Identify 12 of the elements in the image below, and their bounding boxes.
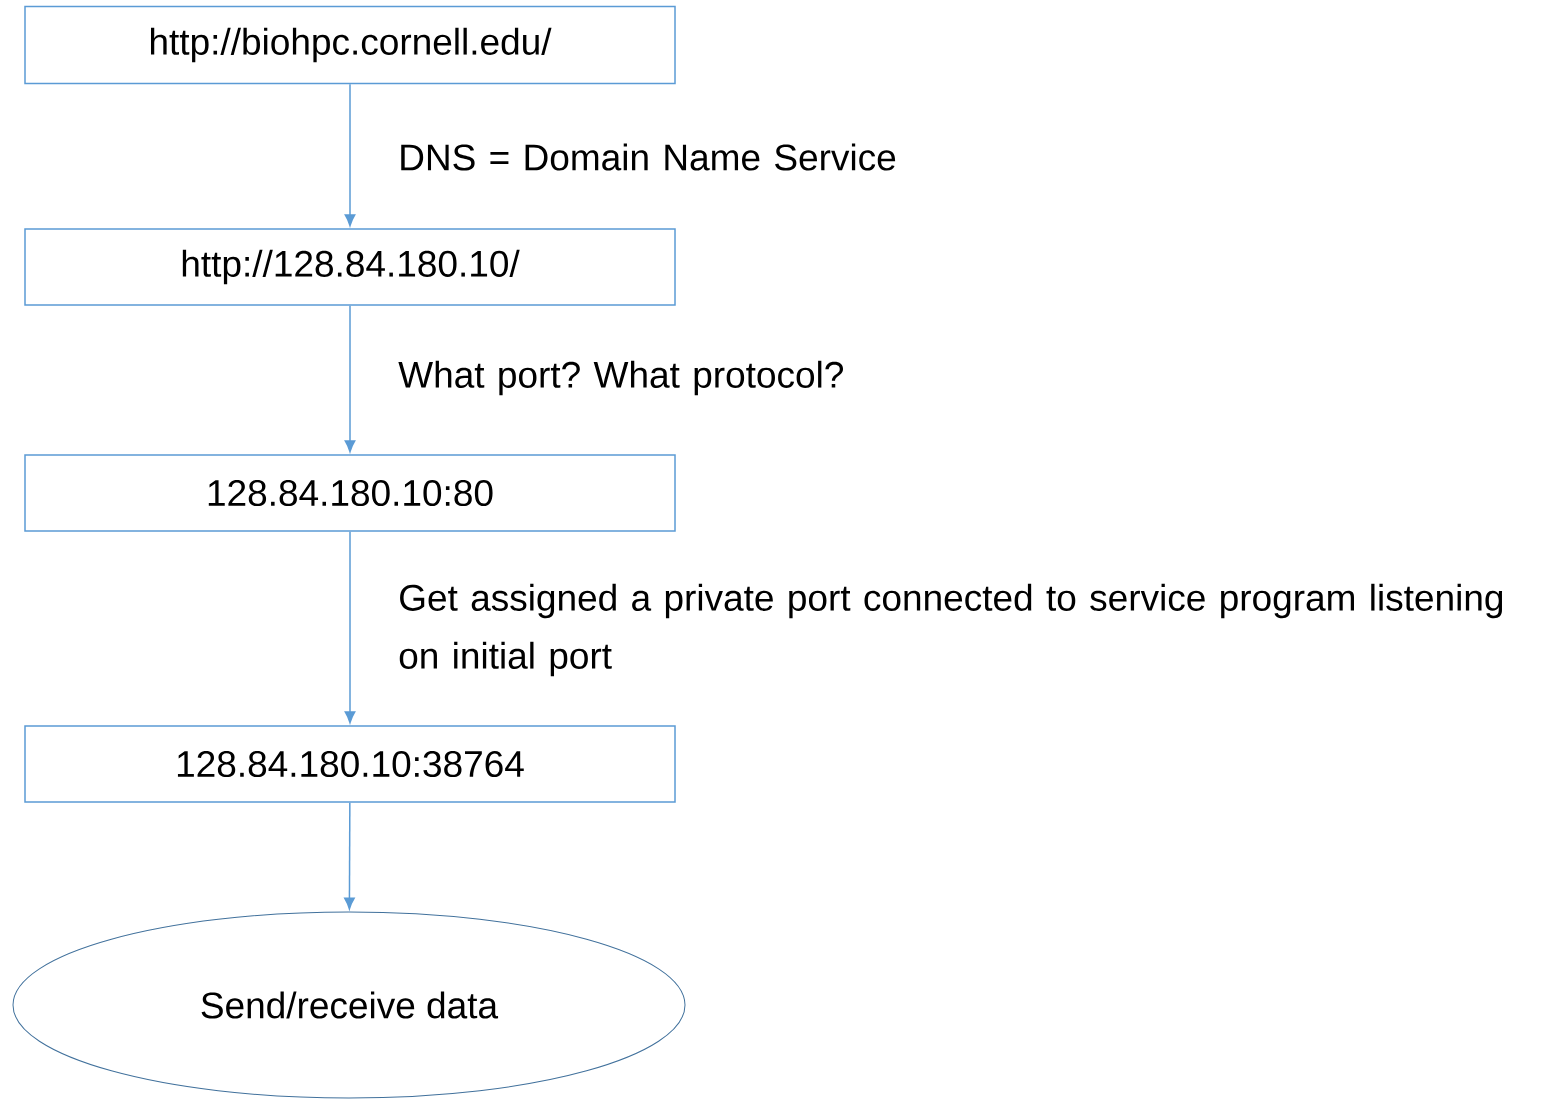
arrow [344, 802, 355, 910]
process-box: http://biohpc.cornell.edu/ [24, 5, 676, 85]
arrow [344, 531, 356, 724]
process-box: http://128.84.180.10/ [24, 228, 676, 306]
edge-label: What port? What protocol? [398, 360, 843, 396]
arrow [344, 305, 356, 453]
process-box: 128.84.180.10:80 [24, 454, 676, 532]
edge-label: DNS = Domain Name Service [401, 143, 896, 171]
process-box: 128.84.180.10:38764 [24, 725, 676, 803]
arrow [344, 83, 356, 227]
edge-label: Get assigned a private port connected to service program listening on initial port [399, 583, 1503, 677]
ellipse-node: Send/receive data [12, 911, 686, 1099]
